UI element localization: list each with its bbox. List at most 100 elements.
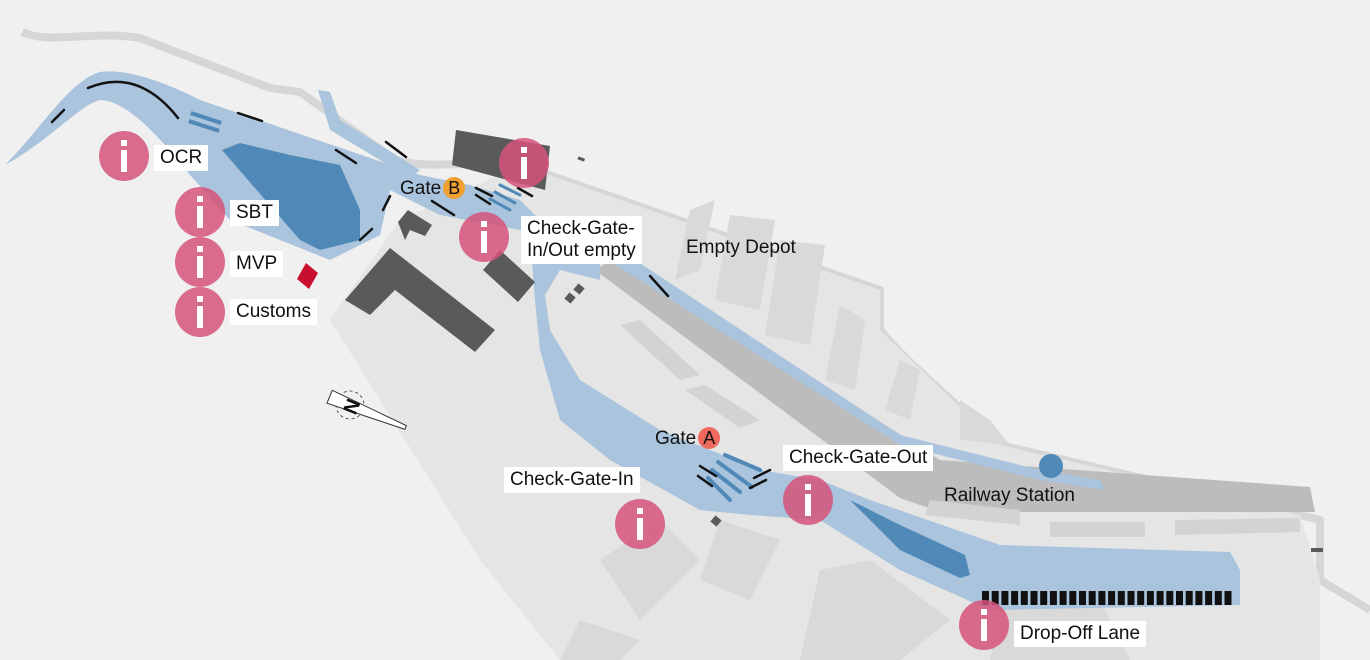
truck-icon [982, 591, 989, 605]
info-marker-mvp[interactable] [175, 237, 225, 287]
booth [577, 156, 586, 162]
truck-icon [1156, 591, 1164, 605]
truck-icon [1176, 591, 1183, 605]
truck-icon [1185, 591, 1193, 605]
parking-areas [188, 111, 1063, 578]
truck-icon [1079, 591, 1086, 605]
depot-block [715, 215, 775, 310]
arrow-icon [698, 464, 718, 478]
arrow-icon [381, 194, 392, 212]
arrow-icon [358, 227, 374, 242]
gate-b-text: Gate [400, 178, 442, 199]
depot-block [675, 200, 715, 280]
rail-platforms [620, 320, 1300, 537]
label-check-gate-empty-line1: Check-Gate- [527, 218, 635, 239]
direction-arrows [50, 80, 772, 490]
lower-block [700, 520, 780, 600]
platform [925, 500, 1020, 525]
drop-off-trucks [982, 591, 1232, 605]
booth [573, 283, 585, 295]
gate-a-text: Gate [655, 428, 697, 449]
info-marker-customs[interactable] [175, 287, 225, 337]
arrow-icon [516, 186, 534, 198]
building-l-shape [345, 248, 495, 352]
truck-icon [1030, 591, 1038, 605]
truck-icon [1040, 591, 1048, 605]
arrow-icon [696, 474, 714, 488]
info-marker-ocr[interactable] [99, 131, 149, 181]
arrow-two-way-icon [430, 199, 456, 217]
arrow-icon [748, 478, 768, 490]
info-marker-drop-off-lane[interactable] [959, 600, 1009, 650]
label-ocr: OCR [154, 145, 209, 171]
truck-icon [1205, 591, 1213, 605]
depot-block [885, 360, 920, 420]
arrow-two-way-icon [384, 140, 408, 159]
truck-icon [1166, 591, 1174, 605]
depot-block [825, 305, 865, 390]
label-check-gate-empty: Check-Gate- In/Out empty [521, 216, 642, 264]
truck-icon [1108, 591, 1116, 605]
arrow-icon [474, 193, 492, 206]
truck-icon [1117, 591, 1125, 605]
building-small [398, 210, 432, 240]
label-customs: Customs [230, 299, 317, 325]
arrow-icon [474, 186, 494, 198]
truck-icon [1127, 591, 1135, 605]
truck-icon [1224, 591, 1232, 605]
railway-track [595, 255, 1315, 512]
area-empty-depot: Empty Depot [686, 237, 796, 258]
arrow-two-way-icon [334, 148, 358, 165]
truck-icon [1088, 591, 1096, 605]
parking-main [222, 143, 360, 250]
gate-b-lanes [488, 183, 522, 212]
label-sbt: SBT [230, 200, 279, 226]
info-marker-gate-b[interactable] [499, 138, 549, 188]
truck-icon [1011, 591, 1019, 605]
info-marker-sbt[interactable] [175, 187, 225, 237]
ocr-lane [188, 119, 220, 133]
truck-icon [1137, 591, 1145, 605]
booth [1311, 548, 1323, 552]
lower-block [800, 560, 950, 660]
platform [1050, 522, 1145, 537]
area-railway-station: Railway Station [944, 485, 1075, 506]
booth [564, 292, 576, 304]
truck-icon [991, 591, 999, 605]
truck-icon [1214, 591, 1222, 605]
arrow-icon [752, 468, 772, 480]
gate-a-badge: A [698, 427, 721, 449]
label-check-gate-empty-line2: In/Out empty [527, 240, 636, 261]
label-drop-off-lane: Drop-Off Lane [1014, 621, 1147, 647]
truck-icon [1001, 591, 1009, 605]
label-check-gate-out: Check-Gate-Out [783, 445, 934, 471]
booth [710, 515, 722, 527]
label-check-gate-in: Check-Gate-In [504, 467, 640, 493]
lower-block [600, 520, 700, 620]
lower-block [560, 620, 640, 660]
ocr-lane [190, 111, 222, 125]
truck-icon [1020, 591, 1028, 605]
truck-icon [1069, 591, 1077, 605]
arrow-icon [50, 108, 66, 124]
truck-icon [1049, 591, 1057, 605]
compass-north-icon [326, 389, 408, 430]
gate-b-badge: B [443, 177, 466, 199]
roundabout [1039, 454, 1063, 478]
road-depot-lane [600, 250, 1105, 490]
platform [685, 385, 760, 428]
arrow-two-way-icon [648, 274, 670, 298]
truck-icon [1195, 591, 1203, 605]
parking-lower-right [850, 500, 970, 578]
depot-block [765, 240, 825, 345]
info-marker-check-gate-empty[interactable] [459, 212, 509, 262]
info-marker-check-gate-out[interactable] [783, 475, 833, 525]
customs-marker [297, 263, 318, 289]
truck-icon [1098, 591, 1106, 605]
info-marker-check-gate-in[interactable] [615, 499, 665, 549]
gate-a-lanes [706, 453, 762, 502]
arrow-curve-icon [86, 80, 180, 120]
